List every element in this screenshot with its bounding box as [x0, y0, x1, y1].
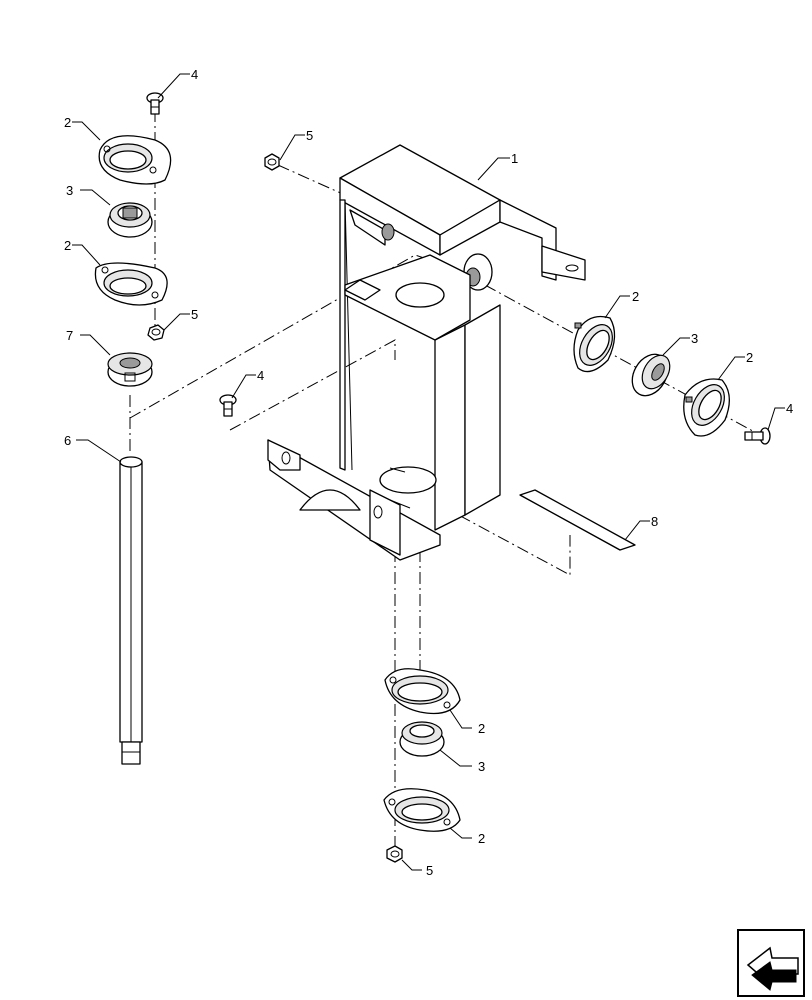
flange-bearing-housing-lower-left [94, 262, 168, 306]
carriage-bolt-right [744, 427, 771, 445]
callout-2: 2 [478, 831, 485, 846]
insert-bearing-right [631, 353, 671, 397]
flange-nut-left [147, 324, 165, 341]
callout-3: 3 [478, 759, 485, 774]
callout-2: 2 [746, 350, 753, 365]
flange-nut-bottom [386, 845, 403, 863]
insert-bearing-bottom [399, 721, 445, 757]
flange-bearing-housing-bottom-lower [383, 788, 461, 832]
callout-7: 7 [66, 328, 73, 343]
callout-leaders [72, 73, 785, 871]
callout-1: 1 [511, 151, 518, 166]
flange-bearing-housing-upper-left [98, 135, 172, 185]
callout-4: 4 [786, 401, 793, 416]
callout-5: 5 [191, 307, 198, 322]
insert-bearing-left [107, 202, 153, 238]
callout-2: 2 [478, 721, 485, 736]
hex-shaft [119, 456, 143, 765]
callout-4: 4 [191, 67, 198, 82]
callout-3: 3 [691, 331, 698, 346]
right-stack-parts [573, 315, 771, 445]
callout-4: 4 [257, 368, 264, 383]
flange-nut-top [264, 153, 280, 171]
wear-strip [519, 489, 636, 551]
bottom-stack-parts [383, 668, 461, 863]
flange-bearing-housing-right-inner [573, 315, 616, 373]
callout-numbers: 1 2 3 2 4 5 7 6 4 5 2 3 2 4 8 2 3 2 5 [64, 67, 793, 878]
callout-2: 2 [64, 115, 71, 130]
callout-6: 6 [64, 433, 71, 448]
flange-bearing-housing-bottom-upper [384, 668, 461, 715]
shaft-collar-left [107, 352, 153, 387]
carriage-bolt-middle [219, 394, 237, 417]
callout-5: 5 [306, 128, 313, 143]
callout-8: 8 [651, 514, 658, 529]
left-stack-parts [94, 92, 280, 417]
callout-3: 3 [66, 183, 73, 198]
callout-2: 2 [632, 289, 639, 304]
callout-5: 5 [426, 863, 433, 878]
flange-bearing-housing-right-outer [683, 378, 730, 437]
main-frame-housing [267, 144, 586, 561]
callout-2: 2 [64, 238, 71, 253]
next-page-arrow-icon[interactable] [737, 929, 805, 997]
carriage-bolt-top-left [146, 92, 164, 115]
